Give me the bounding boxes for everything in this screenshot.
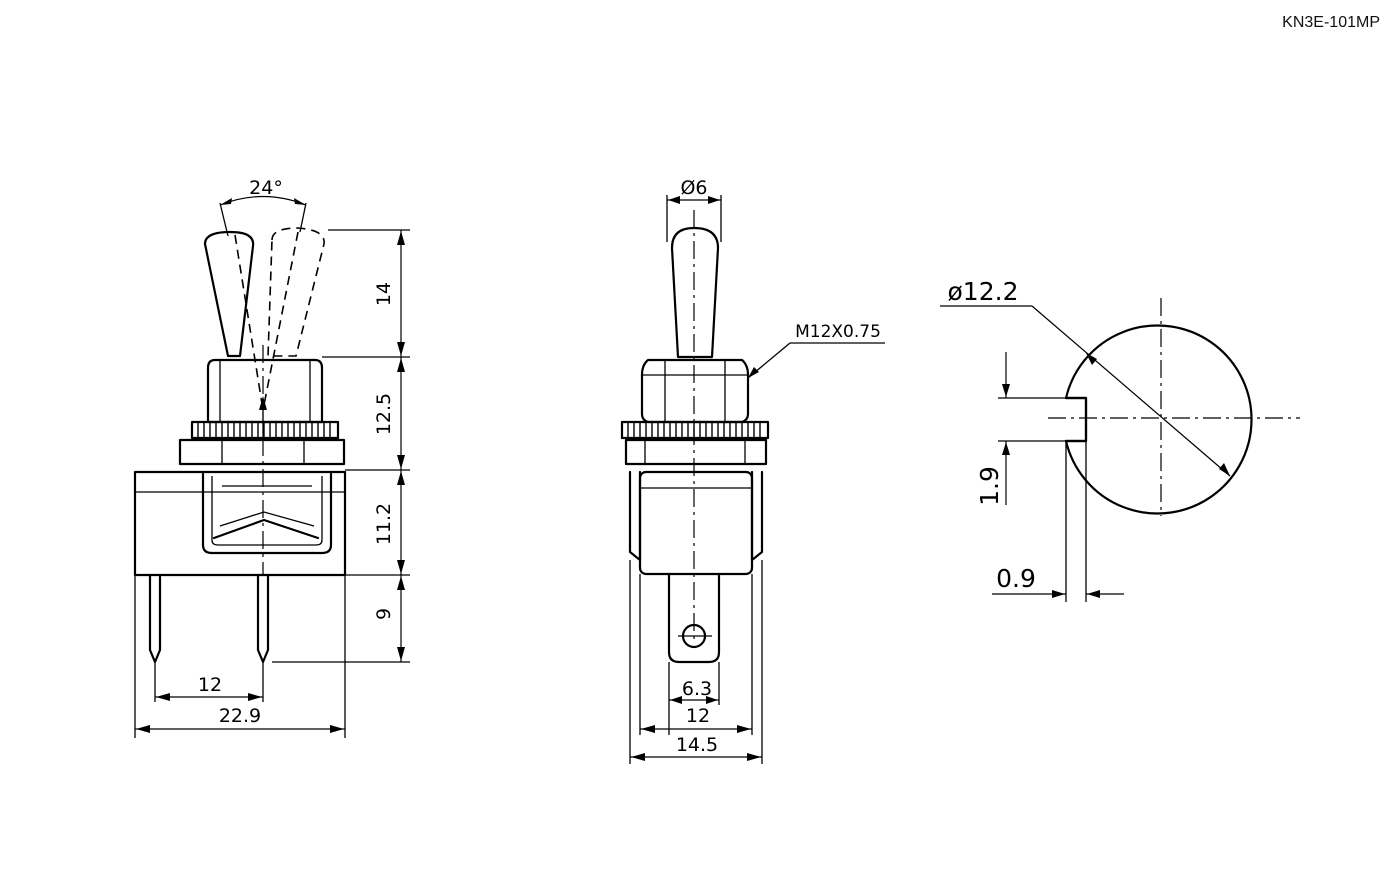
terminal-spacing-label: 12 bbox=[198, 674, 222, 696]
outer-width-label: 14.5 bbox=[676, 734, 718, 756]
front-view: 24° bbox=[133, 177, 410, 738]
side-view: Ø6 bbox=[620, 177, 885, 764]
inner-width-label: 12 bbox=[686, 705, 710, 727]
keyway-depth-label: 0.9 bbox=[996, 564, 1036, 593]
lever-diameter-label: Ø6 bbox=[680, 177, 707, 199]
terminal-length-label: 9 bbox=[373, 608, 395, 620]
terminal-width-label: 6.3 bbox=[682, 678, 712, 700]
model-label: KN3E-101MP bbox=[1282, 14, 1380, 31]
panel-cutout-view: ø12.2 1.9 0.9 bbox=[940, 277, 1300, 602]
diameter-label: ø12.2 bbox=[948, 277, 1019, 306]
side-knurl bbox=[627, 423, 761, 437]
angle-label: 24° bbox=[249, 177, 283, 199]
thread-label: M12X0.75 bbox=[795, 322, 881, 342]
lever-height-label: 14 bbox=[373, 282, 395, 306]
body-height-label: 11.2 bbox=[373, 503, 395, 545]
body-width-label: 22.9 bbox=[219, 705, 261, 727]
bushing-height-label: 12.5 bbox=[373, 393, 395, 435]
keyway-height-label: 1.9 bbox=[975, 466, 1004, 506]
front-knurl bbox=[197, 423, 331, 437]
